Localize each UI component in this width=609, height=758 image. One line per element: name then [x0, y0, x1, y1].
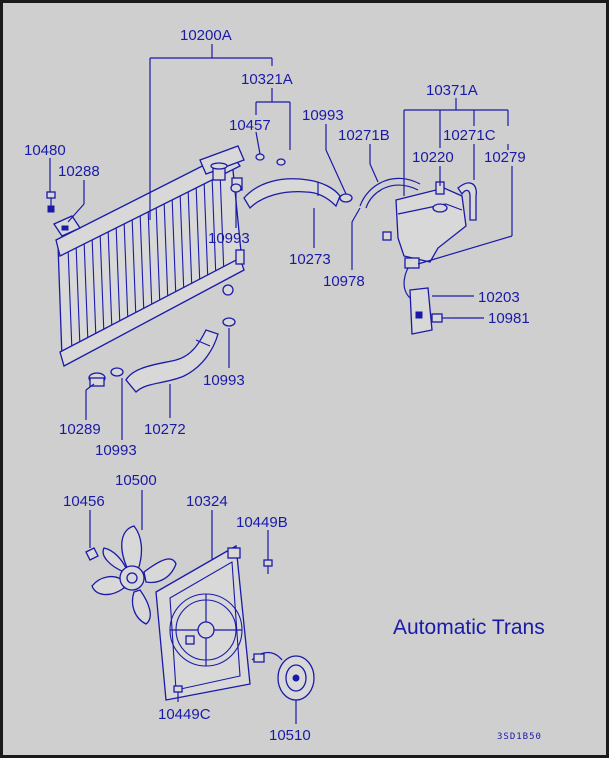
overflow-hose-10271b [359, 177, 421, 209]
label-10993-low: 10993 [203, 372, 245, 389]
label-10289: 10289 [59, 421, 101, 438]
hose-10271c [457, 182, 477, 221]
drain-plug-10289 [88, 372, 106, 387]
label-10271c: 10271C [443, 127, 496, 144]
lower-hose-10272 [125, 329, 219, 393]
nut-10456 [85, 547, 99, 561]
label-10449c: 10449C [158, 706, 211, 723]
bolt-10480 [46, 191, 56, 213]
label-10510: 10510 [269, 727, 311, 744]
upper-hose-10273 [243, 178, 341, 210]
label-10203: 10203 [478, 289, 520, 306]
label-10457: 10457 [229, 117, 271, 134]
label-10220: 10220 [412, 149, 454, 166]
label-10279: 10279 [484, 149, 526, 166]
label-10993-top: 10993 [302, 107, 344, 124]
label-10271b: 10271B [338, 127, 390, 144]
label-10371a: 10371A [426, 82, 478, 99]
reserve-tank-10220 [395, 181, 467, 263]
diagram-code: 3SD1B50 [497, 732, 542, 742]
transmission-note: Automatic Trans [393, 616, 545, 639]
label-10981: 10981 [488, 310, 530, 327]
fan-shroud-10324 [155, 544, 251, 701]
radiator-10200a [55, 145, 245, 367]
label-10480: 10480 [24, 142, 66, 159]
label-10200a: 10200A [180, 27, 232, 44]
tank-hose-10279 [403, 257, 420, 299]
label-10273: 10273 [289, 251, 331, 268]
label-10456: 10456 [63, 493, 105, 510]
bracket-10288 [53, 215, 81, 237]
label-10324: 10324 [186, 493, 228, 510]
leader-lines [49, 44, 513, 724]
label-10978: 10978 [323, 273, 365, 290]
bolt-10449b [263, 559, 273, 574]
bolt-10449c [173, 685, 183, 693]
fan-10500 [91, 525, 177, 625]
label-10500: 10500 [115, 472, 157, 489]
fan-motor-10510 [251, 651, 315, 701]
label-10449b: 10449B [236, 514, 288, 531]
label-10321a: 10321A [241, 71, 293, 88]
label-10993-mid: 10993 [208, 230, 250, 247]
label-10272: 10272 [144, 421, 186, 438]
label-10993-bot: 10993 [95, 442, 137, 459]
bolt-10981 [431, 313, 450, 323]
hose-clamps-10993 [110, 153, 353, 377]
label-10288: 10288 [58, 163, 100, 180]
bracket-10203 [409, 287, 433, 335]
bolt-10978 [382, 231, 392, 241]
